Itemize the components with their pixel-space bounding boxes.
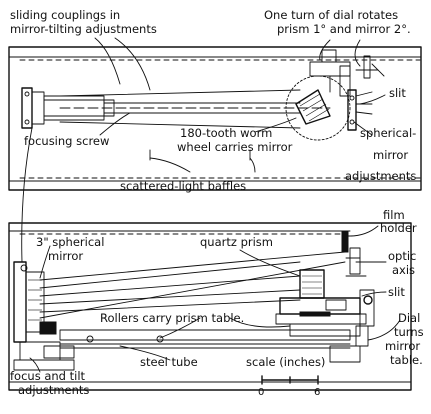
label-spherical-mirror-adj-1: spherical- <box>360 126 416 140</box>
label-scattered-light-baffles: scattered-light baffles <box>120 179 246 193</box>
label-worm-wheel-1: 180-tooth worm <box>180 126 272 140</box>
label-dial-turns-1: Dial <box>398 311 420 325</box>
worm-wheel <box>285 75 351 141</box>
film-holder <box>341 231 361 275</box>
side-box <box>8 222 412 391</box>
label-dial-rotates-2: prism 1° and mirror 2°. <box>277 22 411 36</box>
label-focus-tilt-2: adjustments <box>18 383 89 397</box>
side-view <box>8 127 412 391</box>
light-rays <box>39 251 346 319</box>
label-spherical-mirror-adj-3: adjustments <box>345 169 416 183</box>
prism-table <box>275 275 375 347</box>
top-box <box>8 46 422 191</box>
label-sliding-couplings-2: mirror-tilting adjustments <box>10 22 157 36</box>
label-spherical-mirror-adj-2: mirror <box>373 148 408 162</box>
side-mirror-mount <box>13 261 75 361</box>
label-three-inch-mirror-1: 3" spherical <box>36 235 104 249</box>
scale-bar <box>261 375 319 385</box>
top-slit-assembly <box>347 55 385 131</box>
label-film-holder-1: film <box>383 208 405 222</box>
label-dial-rotates-1: One turn of dial rotates <box>264 8 398 22</box>
label-dial-turns-2: turns <box>394 325 424 339</box>
label-slit-bottom: slit <box>388 285 405 299</box>
quartz-prism <box>299 269 325 299</box>
label-dial-turns-4: table. <box>390 353 423 367</box>
label-optic-axis-1: optic <box>388 249 416 263</box>
label-scale-zero: 0 <box>258 387 264 398</box>
top-view <box>8 37 422 191</box>
label-focusing-screw: focusing screw <box>24 134 109 148</box>
label-optic-axis-2: axis <box>392 263 415 277</box>
label-scale-six: 6 <box>314 387 320 398</box>
label-slit-top: slit <box>389 86 406 100</box>
label-worm-wheel-2: wheel carries mirror <box>177 140 293 154</box>
label-dial-turns-3: mirror <box>385 339 420 353</box>
label-focus-tilt-1: focus and tilt <box>10 369 86 383</box>
label-film-holder-2: holder <box>380 221 417 235</box>
top-prism-assembly <box>295 49 351 125</box>
label-quartz-prism: quartz prism <box>200 235 273 249</box>
label-rollers: Rollers carry prism table. <box>100 311 244 325</box>
label-sliding-couplings-1: sliding couplings in <box>10 8 120 22</box>
label-three-inch-mirror-2: mirror <box>48 249 83 263</box>
label-steel-tube: steel tube <box>140 355 198 369</box>
label-scale-title: scale (inches) <box>246 355 325 369</box>
